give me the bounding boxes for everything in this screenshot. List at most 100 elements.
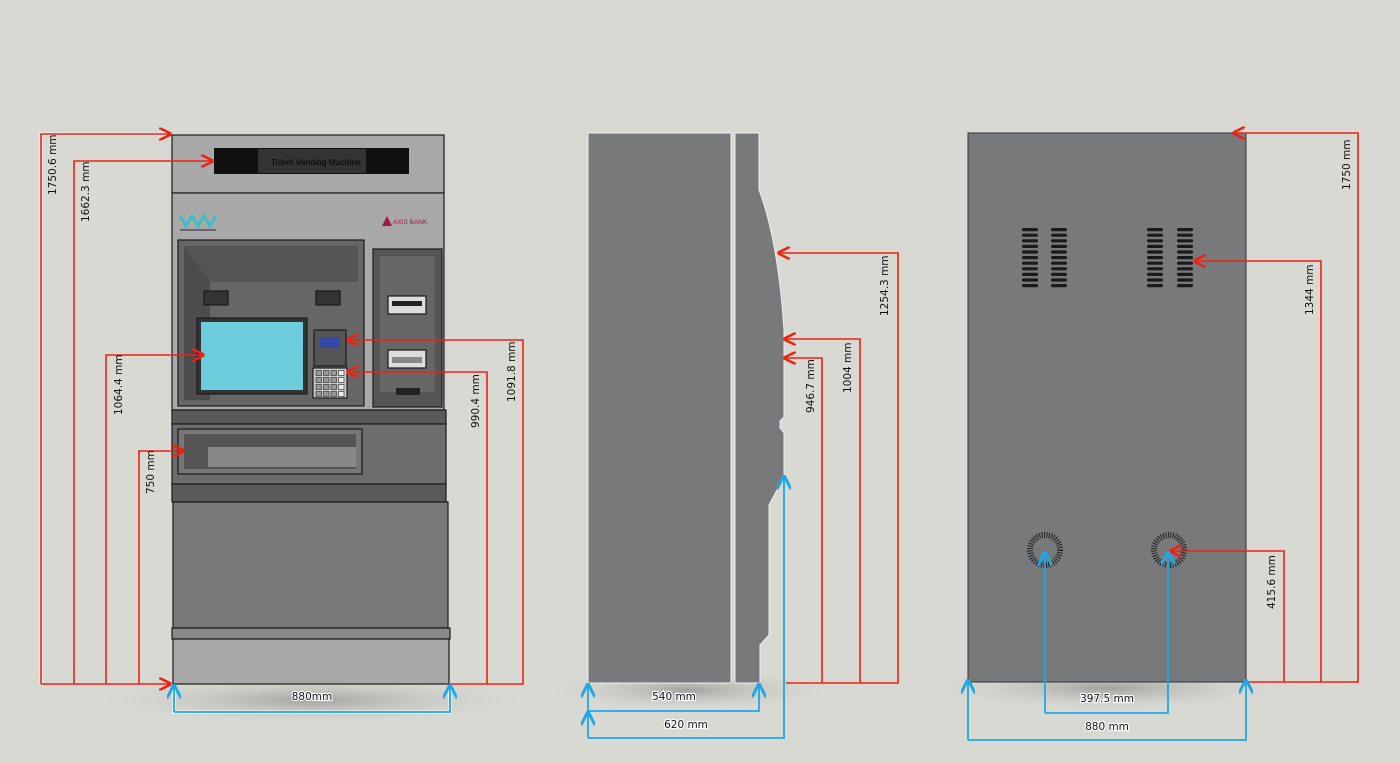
axis-bank-logo: AXIS BANK <box>382 216 428 226</box>
keypad-key <box>338 391 345 397</box>
vent-slot <box>1147 228 1163 232</box>
vent-slot <box>1177 267 1193 271</box>
keypad-key <box>338 384 345 390</box>
keypad-key <box>323 384 330 390</box>
side-fascia-profile <box>734 132 785 684</box>
dim-upper-curve-height: 1254.3 mm <box>879 255 891 316</box>
vent-slot <box>1022 284 1038 288</box>
vent-slot <box>1147 256 1163 260</box>
front-dimensions: 1750.6 mm 1662.3 mm 1064.4 mm 750 mm 990… <box>39 134 524 714</box>
vent-slot <box>1177 250 1193 254</box>
keypad-key <box>330 377 337 383</box>
keypad-key <box>323 370 330 376</box>
dim-marquee-height: 1662.3 mm <box>80 161 92 222</box>
cable-port-left-icon <box>1027 532 1063 568</box>
vent-slot <box>1147 239 1163 243</box>
touch-screen <box>201 322 303 390</box>
dim-body-depth: 540 mm <box>652 691 696 703</box>
dim-tray-height: 750 mm <box>145 450 157 494</box>
receipt-slot <box>396 388 420 395</box>
speaker-slot-right <box>315 290 341 306</box>
vent-slot <box>1147 272 1163 276</box>
vent-slot <box>1177 278 1193 282</box>
keypad-key <box>323 377 330 383</box>
vent-slot <box>1051 272 1067 276</box>
tray-floor <box>208 447 356 467</box>
vent-slot <box>1022 278 1038 282</box>
dim-total-height-front: 1750.6 mm <box>47 134 59 195</box>
vent-slot <box>1177 256 1193 260</box>
back-view <box>918 132 1298 712</box>
vent-slot <box>1147 233 1163 237</box>
vent-slot <box>1051 278 1067 282</box>
vent-slot <box>1147 261 1163 265</box>
keypad-key <box>315 377 322 383</box>
back-panel <box>967 132 1247 683</box>
dim-mid-height: 1004 mm <box>842 342 854 393</box>
dim-total-height-back: 1750 mm <box>1341 139 1353 190</box>
vent-slot <box>1022 250 1038 254</box>
cable-port-right-icon <box>1151 532 1187 568</box>
plinth-band <box>171 627 451 640</box>
marquee-text-panel <box>258 149 366 173</box>
keypad-key <box>330 370 337 376</box>
vent-slot <box>1051 239 1067 243</box>
dim-vent-height: 1344 mm <box>1304 264 1316 315</box>
axis-bank-text: AXIS BANK <box>393 219 428 226</box>
dim-front-width: 880mm <box>292 691 333 703</box>
keypad-keys <box>315 370 345 397</box>
dim-card-reader-height: 1091.8 mm <box>506 341 518 402</box>
vent-slot <box>1147 250 1163 254</box>
keypad-key <box>315 370 322 376</box>
vent-slot <box>1177 239 1193 243</box>
plinth <box>172 638 450 685</box>
vent-slot <box>1177 261 1193 265</box>
vent-slot <box>1022 261 1038 265</box>
vent-grilles <box>1022 228 1193 288</box>
dim-port-height: 415.6 mm <box>1266 555 1278 609</box>
vent-slot <box>1147 284 1163 288</box>
keypad-key <box>315 391 322 397</box>
dim-keypad-height: 990.4 mm <box>470 374 482 428</box>
vent-slot <box>1051 284 1067 288</box>
keypad-key <box>315 384 322 390</box>
vent-slot <box>1022 267 1038 271</box>
vent-slot <box>1022 244 1038 248</box>
vent-slot <box>1022 233 1038 237</box>
front-view: Ticket Vending Machine AXIS BANK <box>82 134 542 726</box>
metro-logo-icon <box>178 213 218 231</box>
keypad-key <box>323 391 330 397</box>
speaker-slot-left <box>203 290 229 306</box>
card-reader-display <box>320 337 340 348</box>
tray-lip <box>171 483 447 503</box>
side-body <box>587 132 732 684</box>
side-dimensions: 1254.3 mm 1004 mm 946.7 mm 540 mm 620 mm <box>588 253 899 739</box>
vent-slot <box>1051 228 1067 232</box>
vent-slot <box>1147 278 1163 282</box>
vent-slot <box>1022 272 1038 276</box>
dispenser-recess <box>380 256 435 392</box>
bay-top <box>184 246 358 282</box>
vent-slot <box>1177 233 1193 237</box>
vent-slot <box>1022 256 1038 260</box>
ledge <box>171 409 447 425</box>
side-view <box>538 132 838 712</box>
dim-port-spacing: 397.5 mm <box>1080 693 1134 705</box>
vent-slot <box>1177 228 1193 232</box>
vent-slot <box>1051 256 1067 260</box>
axis-bank-icon <box>382 216 392 226</box>
vent-slot <box>1051 233 1067 237</box>
keypad-key <box>330 384 337 390</box>
dim-back-width: 880 mm <box>1085 721 1129 733</box>
vent-slot <box>1051 250 1067 254</box>
back-dimensions: 1750 mm 1344 mm 415.6 mm 397.5 mm 880 mm <box>968 133 1359 741</box>
vent-slot <box>1022 228 1038 232</box>
lower-cabinet <box>172 501 449 629</box>
keypad-key <box>338 377 345 383</box>
vent-slot <box>1051 244 1067 248</box>
keypad-key <box>338 370 345 376</box>
marquee-text: Ticket Vending Machine <box>271 157 361 167</box>
vent-slot <box>1051 261 1067 265</box>
dim-screen-height: 1064.4 mm <box>113 354 125 415</box>
